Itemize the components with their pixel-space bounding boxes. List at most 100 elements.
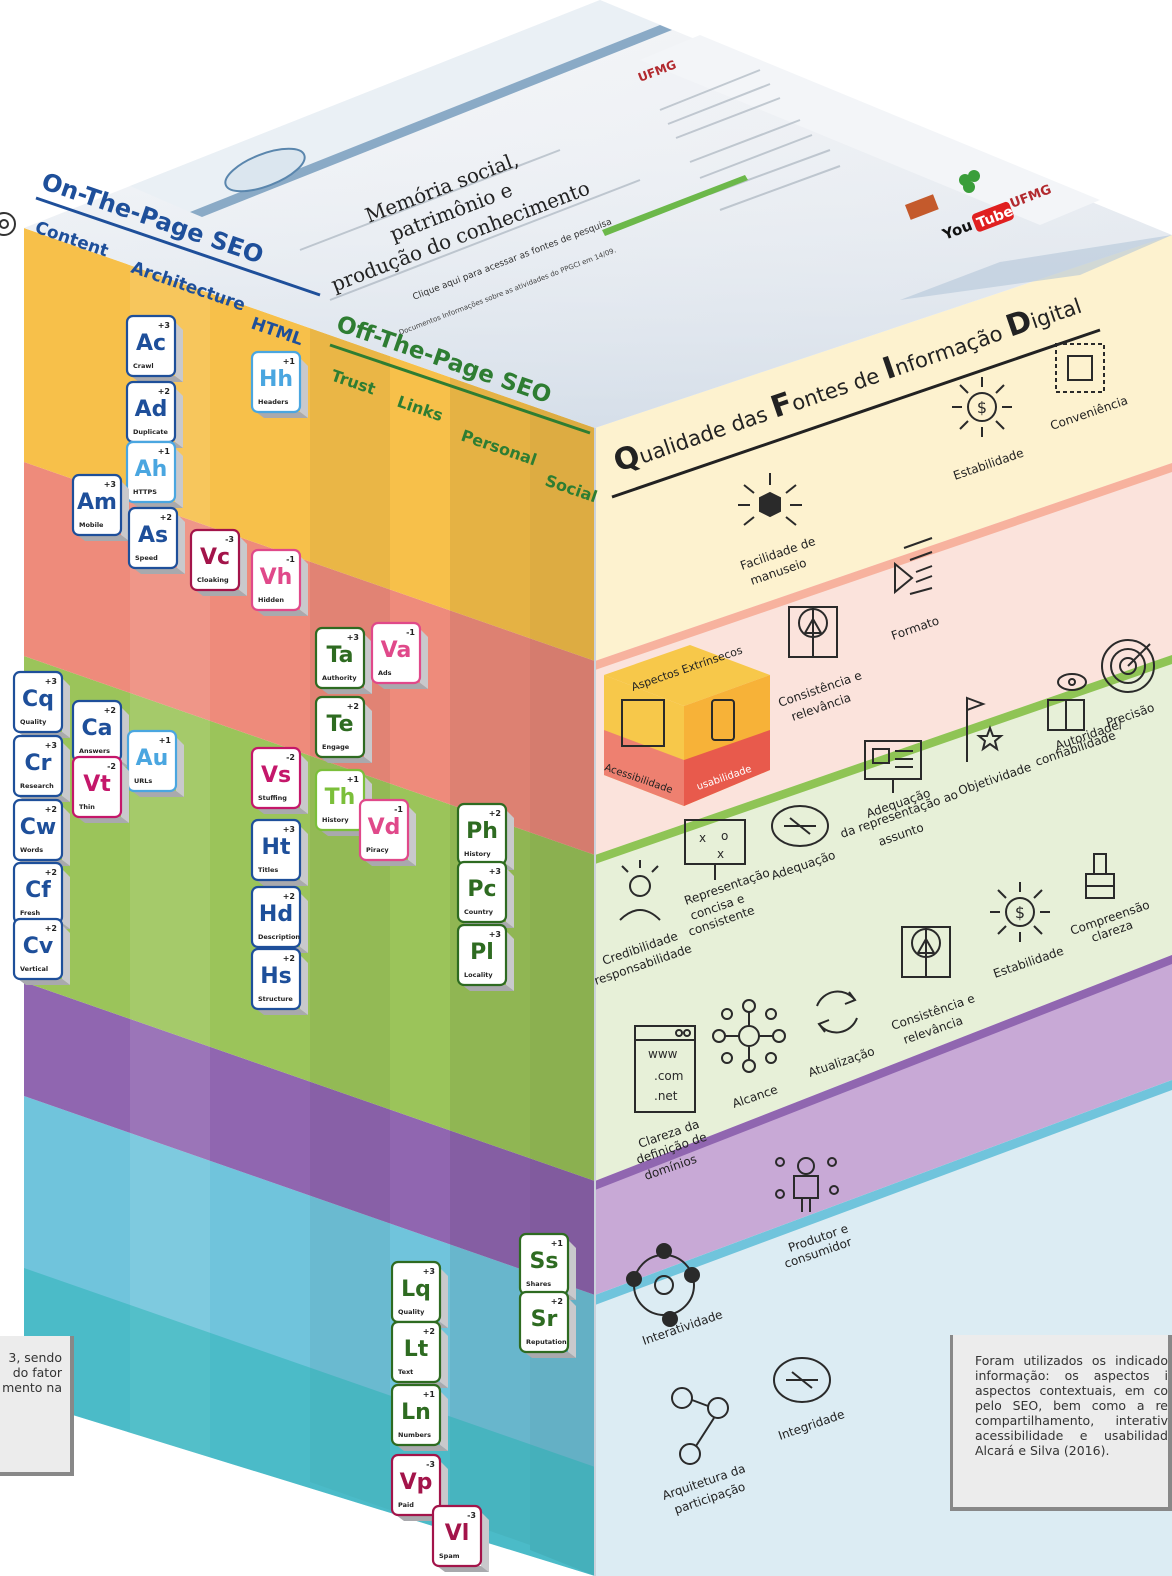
tile-name: Thin [79,803,95,811]
svg-text:o: o [721,829,728,843]
tile-symbol: Ta [326,643,353,668]
tile-symbol: Lt [404,1337,429,1362]
right-yellow [595,235,1172,661]
tiles-layer: Ac+3CrawlAd+2DuplicateAh+1HTTPSAm+3Mobil… [12,314,576,1572]
tile-name: Hidden [258,596,284,604]
tile-symbol: Hs [260,964,292,989]
tile-name: History [464,850,491,858]
cube-arrows-icon [738,473,802,526]
svg-text:x: x [699,831,706,845]
net-label: .net [654,1089,678,1103]
tile-weight: +3 [45,741,57,750]
person-bulb-icon [619,860,661,921]
tile-name: Duplicate [133,428,168,436]
clarity-icon [1085,853,1115,899]
tile-weight: +1 [423,1390,436,1399]
tile-name: Locality [464,971,493,979]
tile-symbol: Va [381,638,412,663]
svg-text:$: $ [1015,903,1025,922]
producer-icon [775,1157,839,1212]
tile-weight: +2 [347,702,359,711]
dollar-sun-icon-2: $ [990,882,1050,942]
tile-weight: +2 [45,868,57,877]
tile-symbol: Vp [400,1470,433,1495]
tile-weight: -1 [406,628,415,637]
tile-name: Research [20,782,54,790]
com-label: .com [654,1069,683,1083]
tile-symbol: Ss [530,1249,559,1274]
layer-purple-left [24,982,595,1295]
website-logo [224,147,306,193]
tile-name: Quality [20,718,47,726]
gear-icon [0,212,16,236]
tile-weight: +3 [347,633,359,642]
tile-symbol: Ad [135,397,168,422]
tile-weight: -3 [467,1511,476,1520]
tile-weight: -3 [225,535,234,544]
tile-weight: +3 [158,321,170,330]
tile-symbol: Vc [200,545,230,570]
tile-weight: +2 [158,387,170,396]
tile-name: Country [464,908,494,916]
tile-weight: +2 [283,954,295,963]
badge-icon [905,194,939,220]
tile-weight: +2 [104,706,116,715]
tile-symbol: Vs [261,763,291,788]
browser-window-icon [634,1025,696,1113]
tile-name: Vertical [20,965,48,973]
tile-name: Structure [258,995,293,1003]
tile-name: History [322,816,349,824]
tile-name: Text [398,1368,413,1376]
tile-symbol: Cv [23,934,54,959]
tile-name: Speed [135,554,158,562]
tile-symbol: Ac [136,331,166,356]
format-icon [894,537,933,595]
tile-weight: -3 [426,1460,435,1469]
book-icon-2 [901,926,951,978]
social-network-icon [626,1243,700,1327]
tile-weight: +2 [45,924,57,933]
svg-text:x: x [717,847,724,861]
board-icon: x o x [684,819,746,880]
tile-symbol: Ht [262,835,291,860]
layout-icon [621,699,665,747]
tile-name: Answers [79,747,110,755]
tile-name: Shares [526,1280,551,1288]
tile-name: Reputation [526,1338,567,1346]
tile-symbol: Ph [466,819,498,844]
tile-weight: +3 [45,677,57,686]
tile-symbol: Lq [401,1277,431,1302]
tile-symbol: Cw [20,815,56,840]
connection-icon [671,1387,729,1465]
note-right: Foram utilizados os indicado informação:… [950,1335,1172,1511]
tile-name: Ads [378,669,392,677]
tile-weight: -2 [107,762,116,771]
refresh-icon [816,990,858,1034]
tile-symbol: Am [77,490,117,515]
tile-name: Stuffing [258,794,287,802]
tile-symbol: Te [326,712,353,737]
tile-name: Mobile [79,521,104,529]
tile-weight: +2 [283,892,295,901]
layer-blue-left [24,1096,595,1576]
top-face: Memória social, patrimônio e produção do… [24,0,1172,428]
tile-symbol: Sr [531,1307,558,1332]
tile-name: URLs [134,777,152,785]
tile-weight: +3 [489,930,501,939]
